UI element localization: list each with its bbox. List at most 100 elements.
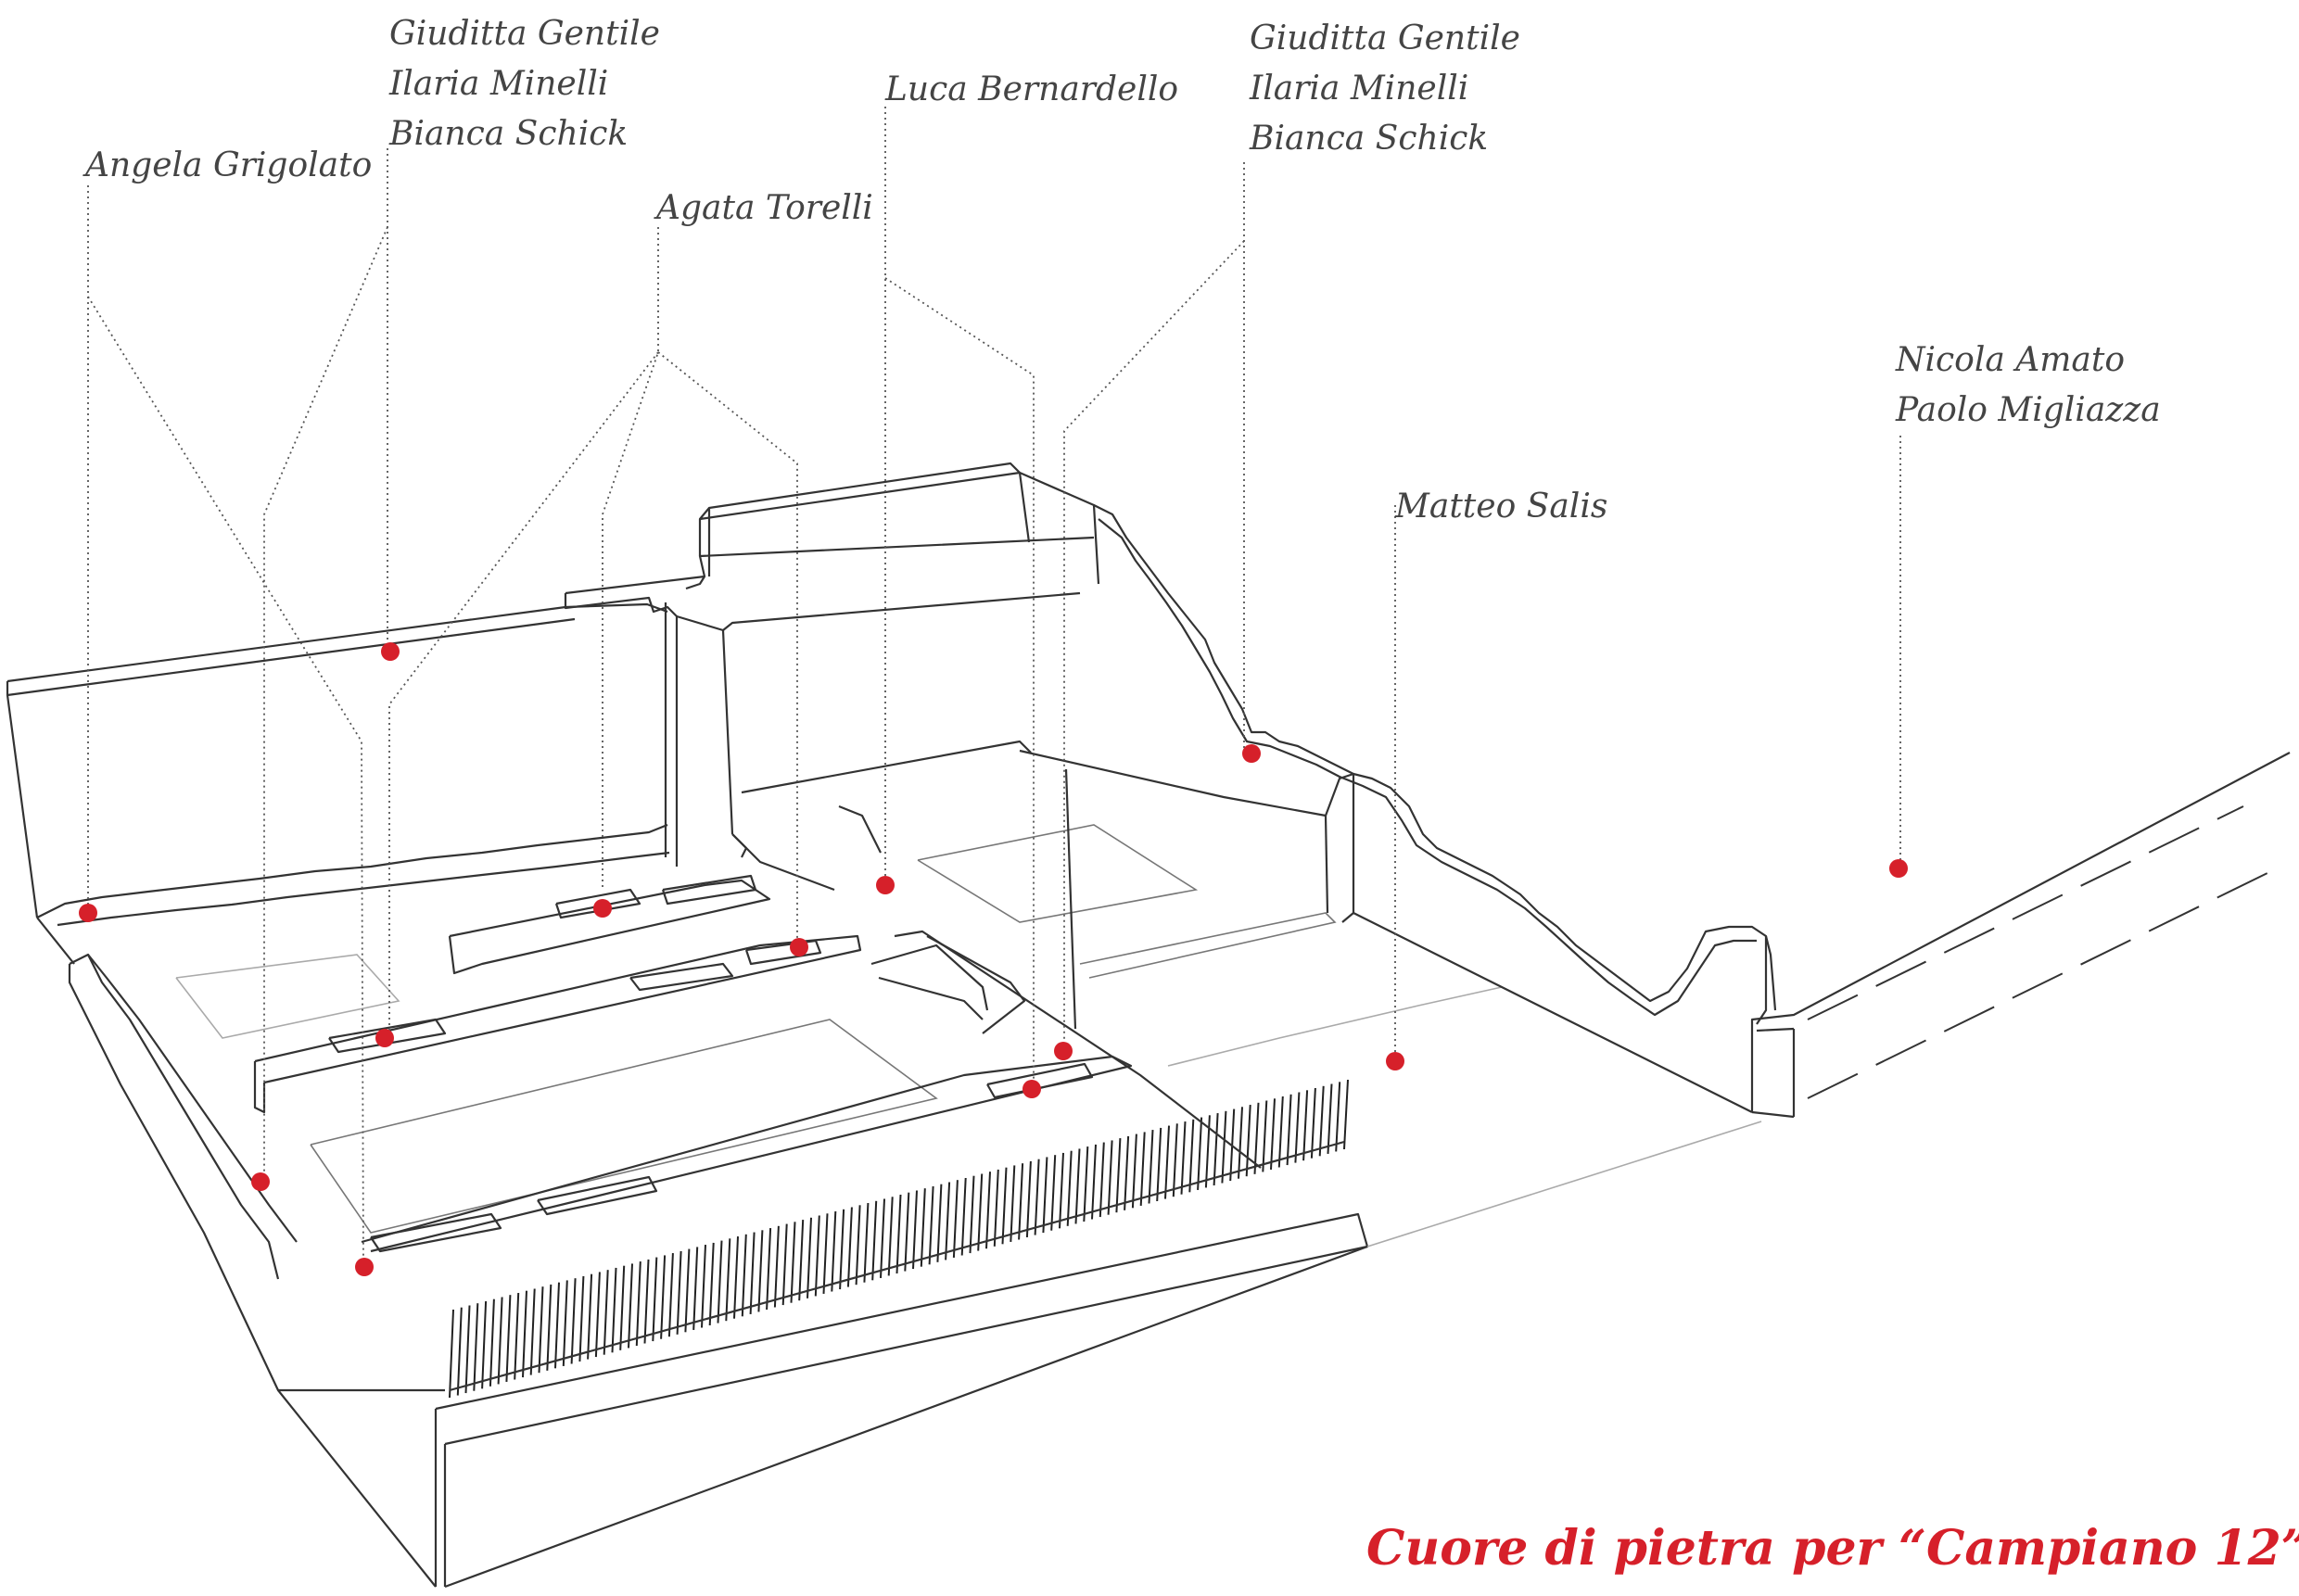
fence-bar [773,1225,780,1308]
marker-gentile-right [1054,1042,1073,1060]
fence-bar [489,1298,495,1387]
fence-bar [733,1236,739,1319]
fence-bar [912,1190,918,1270]
fence-bar [692,1247,699,1330]
fence-bar [1245,1105,1251,1177]
fence-bar [928,1185,934,1265]
fence-bar [1180,1121,1187,1195]
fence-bar [1310,1087,1316,1159]
marker-torelli-3 [375,1029,394,1047]
label-grigolato: Angela Grigolato [85,146,373,184]
marker-grigolato-2 [355,1258,374,1276]
marker-grigolato [79,904,97,922]
fence-bar [717,1240,723,1324]
fence-bar [846,1207,853,1287]
fence-bar [667,1253,674,1337]
fence-bar [895,1194,902,1274]
fence-bar [1286,1094,1292,1166]
fence-bar [1059,1152,1064,1229]
fence-bar [587,1273,593,1360]
fence-bar [660,1255,667,1339]
fence-bar [628,1263,633,1349]
fence-bar [1074,1148,1081,1224]
marker-torelli-2 [790,938,808,956]
fence-bar [546,1284,553,1371]
fence-bar [1238,1107,1243,1179]
fence-bar [1343,1079,1349,1150]
red-markers [79,642,1908,1276]
figure-title: Cuore di pietra per “Campiano 12” [1366,1520,2299,1577]
fence-bar [952,1180,959,1258]
fence-bar [749,1232,756,1314]
fence-bar [1099,1142,1105,1218]
fence-bar [936,1184,943,1262]
fence-bar [529,1288,536,1375]
fence-bar [1001,1167,1008,1245]
fence-bar [814,1215,820,1297]
fence-bar [1302,1090,1309,1161]
fence-bar [781,1223,788,1306]
label-gentile-left: Giuditta Gentile Ilaria Minelli Bianca S… [389,15,660,153]
fence-bar [1197,1117,1203,1190]
left-long-wall [6,602,670,965]
fence-bar [570,1278,577,1364]
marker-amato [1889,859,1908,878]
fence-bar [473,1303,479,1391]
fence-bar [456,1307,463,1396]
fence-bar [538,1286,544,1374]
fence-bar [1270,1098,1276,1170]
fence-bar [977,1173,984,1251]
fence-bar [945,1182,951,1260]
label-torelli: Agata Torelli [656,189,873,227]
fence-bar [1083,1146,1089,1222]
label-amato: Nicola Amato Paolo Migliazza [1896,341,2161,429]
label-salis: Matteo Salis [1395,488,1608,526]
fence-bar [1050,1155,1057,1231]
fence-bar [464,1305,471,1394]
fence-bar [676,1250,682,1335]
fence-bar [1148,1130,1154,1204]
fence-bar [514,1292,520,1380]
fence-bar [790,1222,796,1303]
fence-bar [522,1290,527,1378]
fence-bar [708,1242,715,1326]
fence-bar [603,1270,609,1355]
fence-bar [1262,1100,1268,1172]
label-bernardello: Luca Bernardello [885,70,1179,108]
marker-bernardello-2 [1022,1080,1041,1098]
fence-bar [1034,1159,1040,1235]
fence-bar [969,1175,975,1254]
marker-salis [1386,1052,1404,1070]
fence-bar [481,1300,488,1389]
fence-bar [822,1213,829,1294]
iron-fence [449,1079,1349,1399]
fence-bar [871,1200,878,1281]
marker-torelli-1 [593,899,612,918]
fence-bar [1025,1160,1032,1238]
fence-bar [831,1210,837,1292]
fence-bar [562,1280,568,1366]
fence-bar [1335,1082,1341,1152]
fence-bar [798,1220,805,1301]
fence-bar [449,1309,454,1399]
fence-bar [1277,1096,1284,1168]
fence-bar [1018,1163,1024,1240]
broken-wall [1093,504,1777,1025]
fence-bar [1213,1113,1219,1186]
fence-bar [741,1234,747,1317]
marker-bernardello [876,876,895,894]
fence-bar [652,1257,658,1342]
fence-bar [1066,1150,1073,1226]
fence-bar [993,1169,999,1247]
fence-bar [1115,1138,1122,1213]
fence-bar [497,1297,503,1385]
marker-gentile-wall [381,642,400,661]
central-pier [564,462,1100,892]
central-field [175,874,1262,1253]
front-wall [435,1212,1369,1589]
fence-bar [1156,1127,1162,1202]
fence-rail [449,1140,1345,1392]
fence-bar [1172,1123,1178,1197]
fence-bar [985,1172,991,1249]
